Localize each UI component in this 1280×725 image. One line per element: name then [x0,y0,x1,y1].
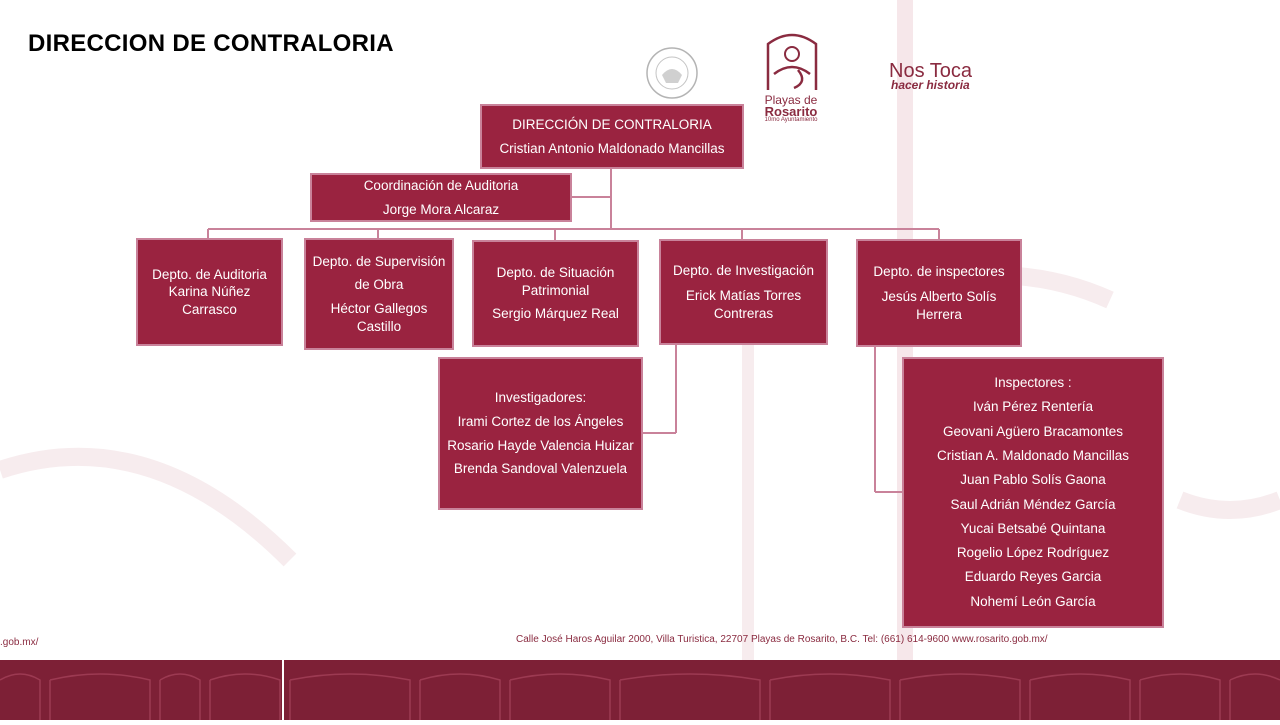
footer-url-fragment: .gob.mx/ [0,637,39,648]
depto-investigacion-title: Depto. de Investigación [672,262,815,278]
logo-text-playas: Playas de [764,93,818,107]
inspectores-list-box: Inspectores : Iván Pérez Rentería Geovan… [902,357,1164,628]
footer-decorative-band [0,660,1280,720]
depto-investigacion-name-2: Contreras [713,305,774,321]
inspectores-heading: Inspectores : [994,375,1072,391]
depto-auditoria-box: Depto. de Auditoria Karina Núñez Carrasc… [136,238,283,346]
investigador-item: Brenda Sandoval Valenzuela [453,461,628,477]
inspector-item: Rogelio López Rodríguez [956,545,1110,561]
inspector-item: Cristian A. Maldonado Mancillas [936,447,1130,463]
logo-text-rosarito: Rosarito [764,104,818,119]
depto-inspectores-title: Depto. de inspectores [873,263,1005,279]
inspector-item: Yucai Betsabé Quintana [960,520,1106,536]
investigador-item: Irami Cortez de los Ángeles [457,413,624,429]
footer-address: Calle José Haros Aguilar 2000, Villa Tur… [516,634,1048,645]
depto-inspectores-box: Depto. de inspectores Jesús Alberto Solí… [856,239,1022,347]
investigadores-box: Investigadores: Irami Cortez de los Ánge… [438,357,643,510]
slogan-line-2: hacer historia [891,78,970,92]
investigador-item: Rosario Hayde Valencia Huizar [447,437,634,453]
coordinacion-title: Coordinación de Auditoria [363,177,519,193]
depto-supervision-name-1: Héctor Gallegos [330,301,428,316]
slogan-line-1: Nos Toca [889,60,973,82]
inspector-item: Saul Adrián Méndez García [950,496,1116,512]
inspector-item: Nohemí León García [970,593,1096,609]
inspector-item: Iván Pérez Rentería [972,399,1094,415]
logo-text-ayuntamiento: 10mo Ayuntamiento [764,117,818,123]
inspector-item: Eduardo Reyes Garcia [964,569,1102,585]
depto-situacion-name: Sergio Márquez Real [492,306,619,322]
depto-investigacion-name-1: Erick Matías Torres [685,288,802,304]
investigadores-heading: Investigadores: [494,390,587,406]
page-title: DIRECCION DE CONTRALORIA [28,30,394,57]
footer-pattern [0,660,1280,720]
depto-supervision-name-2: Castillo [356,318,402,334]
depto-auditoria-title: Depto. de Auditoria [152,266,267,282]
direccion-title: DIRECCIÓN DE CONTRALORIA [512,116,712,132]
inspector-item: Geovani Agüero Bracamontes [942,423,1124,439]
depto-situacion-box: Depto. de Situación Patrimonial Sergio M… [472,240,639,347]
depto-supervision-title-2: de Obra [354,277,404,293]
coordinacion-box: Coordinación de Auditoria Jorge Mora Alc… [310,173,572,222]
depto-auditoria-name-2: Carrasco [182,301,237,317]
depto-inspectores-name-1: Jesús Alberto Solís [881,289,997,305]
inspector-item: Juan Pablo Solís Gaona [960,472,1106,488]
direccion-box: DIRECCIÓN DE CONTRALORIA Cristian Antoni… [480,104,744,169]
depto-situacion-title-1: Depto. de Situación [496,265,615,281]
depto-auditoria-name-1: Karina Núñez [168,284,251,300]
depto-investigacion-box: Depto. de Investigación Erick Matías Tor… [659,239,828,345]
direccion-name: Cristian Antonio Maldonado Mancillas [499,140,725,156]
depto-inspectores-name-2: Herrera [916,306,962,322]
coordinacion-name: Jorge Mora Alcaraz [382,201,500,217]
depto-supervision-box: Depto. de Supervisión de Obra Héctor Gal… [304,238,454,350]
municipal-seal-icon [646,47,698,99]
rosarito-logo-icon [766,33,818,90]
depto-situacion-title-2: Patrimonial [521,282,590,298]
depto-supervision-title-1: Depto. de Supervisión [312,253,446,269]
